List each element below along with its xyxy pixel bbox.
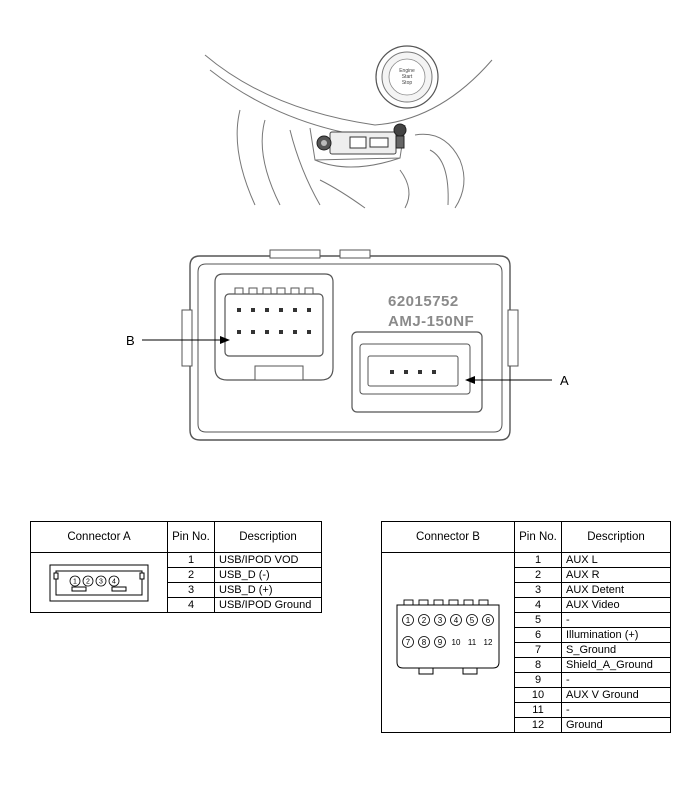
pin-number: 5 — [514, 612, 562, 628]
pin-number: 1 — [514, 552, 562, 568]
connector-a-pin-holes — [390, 370, 436, 374]
pin-description: AUX Detent — [561, 582, 671, 598]
connector-b-pin-label: 7 — [406, 638, 411, 647]
pin-description: AUX R — [561, 567, 671, 583]
connector-b-pin-label: 11 — [468, 638, 477, 647]
pin-description: Illumination (+) — [561, 627, 671, 643]
connector-b-pin-label: 8 — [422, 638, 427, 647]
svg-text:Stop: Stop — [402, 80, 413, 86]
pin-number: 4 — [514, 597, 562, 613]
connector-b-pin-label: 10 — [452, 638, 461, 647]
connector-b-pin-table: Connector B Pin No. Description — [381, 521, 671, 733]
column-header-pin-no: Pin No. — [167, 521, 215, 553]
svg-text:Start: Start — [402, 74, 413, 80]
ignition-button: Engine Start Stop — [375, 45, 439, 109]
connector-b-pin-label: 2 — [422, 616, 427, 625]
column-header-description: Description — [214, 521, 322, 553]
connector-b-pin-holes — [237, 308, 311, 334]
pin-description: Shield_A_Ground — [561, 657, 671, 673]
table-row: 1 2 3 4 5 6 7 8 9 10 11 12 1 AUX L — [381, 552, 671, 733]
pin-number: 2 — [167, 567, 215, 583]
connector-b-pin-label: 5 — [470, 616, 475, 625]
connector-a-pin-label: 3 — [99, 578, 103, 585]
connector-b-pin-label: 12 — [484, 638, 493, 647]
pin-number: 6 — [514, 627, 562, 643]
connector-a-pin-label: 1 — [73, 578, 77, 585]
connector-a-diagram-cell: 1 2 3 4 — [30, 552, 168, 613]
pin-description: - — [561, 672, 671, 688]
connector-a-pin-label: 4 — [112, 578, 116, 585]
aux-usb-jack-panel — [316, 123, 407, 155]
connector-b-pin-label: 3 — [438, 616, 443, 625]
connector-a-pin-table: Connector A Pin No. Description 1 2 3 — [30, 521, 322, 613]
column-header-pin-no: Pin No. — [514, 521, 562, 553]
callout-a-label: A — [560, 373, 569, 388]
pin-number: 1 — [167, 552, 215, 568]
pin-number: 4 — [167, 597, 215, 613]
pin-number: 8 — [514, 657, 562, 673]
pin-description: S_Ground — [561, 642, 671, 658]
table-row: 5- — [382, 612, 671, 628]
pin-description: USB/IPOD Ground — [214, 597, 322, 613]
pin-description: USB_D (+) — [214, 582, 322, 598]
pin-description: - — [561, 612, 671, 628]
pin-number: 10 — [514, 687, 562, 703]
jack-module-front-view: 62015752 AMJ-150NF B A — [126, 249, 569, 441]
connector-a-face-diagram: 1 2 3 4 — [49, 564, 149, 601]
svg-text:Engine: Engine — [399, 68, 415, 74]
dashboard-location-illustration: Engine Start Stop — [204, 45, 493, 209]
module-model-number: AMJ-150NF — [388, 313, 474, 330]
pin-number: 3 — [514, 582, 562, 598]
connector-b-pin-label: 1 — [406, 616, 411, 625]
connector-b-pin-label: 4 — [454, 616, 459, 625]
pin-number: 2 — [514, 567, 562, 583]
column-header-connector: Connector A — [30, 521, 168, 553]
pin-description: AUX L — [561, 552, 671, 568]
pin-number: 9 — [514, 672, 562, 688]
callout-b-label: B — [126, 333, 135, 348]
pin-number: 3 — [167, 582, 215, 598]
pin-description: Ground — [561, 717, 671, 733]
pin-description: AUX Video — [561, 597, 671, 613]
pin-description: USB_D (-) — [214, 567, 322, 583]
pin-description: USB/IPOD VOD — [214, 552, 322, 568]
pin-description: - — [561, 702, 671, 718]
connector-b-pin-label: 6 — [486, 616, 491, 625]
module-part-number: 62015752 — [388, 293, 459, 310]
pin-number: 12 — [514, 717, 562, 733]
pin-number: 7 — [514, 642, 562, 658]
pin-description: AUX V Ground — [561, 687, 671, 703]
connector-b-diagram-cell: 1 2 3 4 5 6 7 8 9 10 11 12 — [381, 552, 515, 733]
column-header-connector: Connector B — [381, 521, 515, 553]
connector-b-pin-label: 9 — [438, 638, 443, 647]
table-row: 1 2 3 4 1 USB/IPOD VOD — [30, 552, 322, 613]
pin-number: 11 — [514, 702, 562, 718]
connector-b-face-diagram: 1 2 3 4 5 6 7 8 9 10 11 12 — [396, 599, 500, 674]
table-row: 4 USB/IPOD Ground — [31, 597, 322, 613]
connector-a-pin-label: 2 — [86, 578, 90, 585]
table-row: 2 USB_D (-) — [31, 567, 322, 583]
column-header-description: Description — [561, 521, 671, 553]
